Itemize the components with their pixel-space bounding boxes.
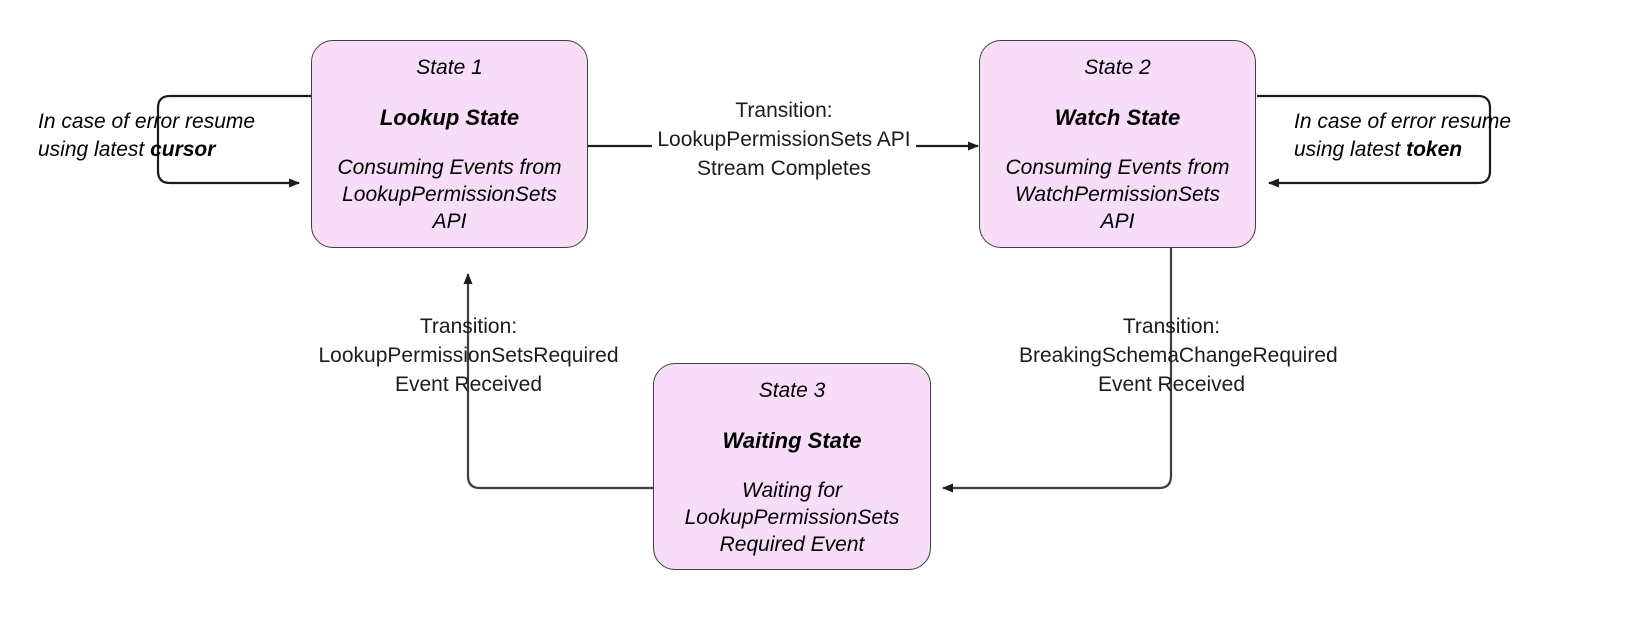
state-index-label: State 2: [1084, 56, 1151, 79]
state-index-label: State 3: [758, 379, 826, 402]
state-index-label: State 1: [416, 56, 483, 79]
self-loop-line-1: In case of error resume: [38, 110, 256, 133]
self-loop-line-2-prefix: using latest: [38, 138, 151, 162]
self-loop-line-2-prefix: using latest: [1294, 138, 1407, 162]
self-loop-label-watch-error: In case of error resume using latest tok…: [1294, 108, 1544, 165]
state-node-waiting[interactable]: State 3 Waiting State Waiting for Lookup…: [653, 363, 931, 570]
self-loop-line-2-emphasis: token: [1406, 138, 1463, 162]
state-title-label: Waiting State: [722, 428, 862, 454]
edge-label-lookup-to-watch: Transition: LookupPermissionSets API Str…: [657, 99, 911, 180]
self-loop-line-2-emphasis: cursor: [150, 138, 216, 162]
state-description-label: Consuming Events from LookupPermissionSe…: [337, 155, 562, 234]
state-title-label: Watch State: [1054, 105, 1181, 131]
edge-label-watch-to-waiting: Transition: BreakingSchemaChangeRequired…: [1019, 315, 1338, 396]
self-loop-label-lookup-error: In case of error resume using latest cur…: [38, 108, 288, 165]
state-node-lookup[interactable]: State 1 Lookup State Consuming Events fr…: [311, 40, 588, 248]
state-description-label: Waiting for LookupPermissionSets Require…: [684, 478, 900, 557]
self-loop-line-1: In case of error resume: [1294, 110, 1512, 133]
state-title-label: Lookup State: [379, 105, 520, 131]
state-description-label: Consuming Events from WatchPermissionSet…: [1005, 155, 1230, 234]
edge-label-waiting-to-lookup: Transition: LookupPermissionSetsRequired…: [318, 315, 619, 396]
state-node-watch[interactable]: State 2 Watch State Consuming Events fro…: [979, 40, 1256, 248]
